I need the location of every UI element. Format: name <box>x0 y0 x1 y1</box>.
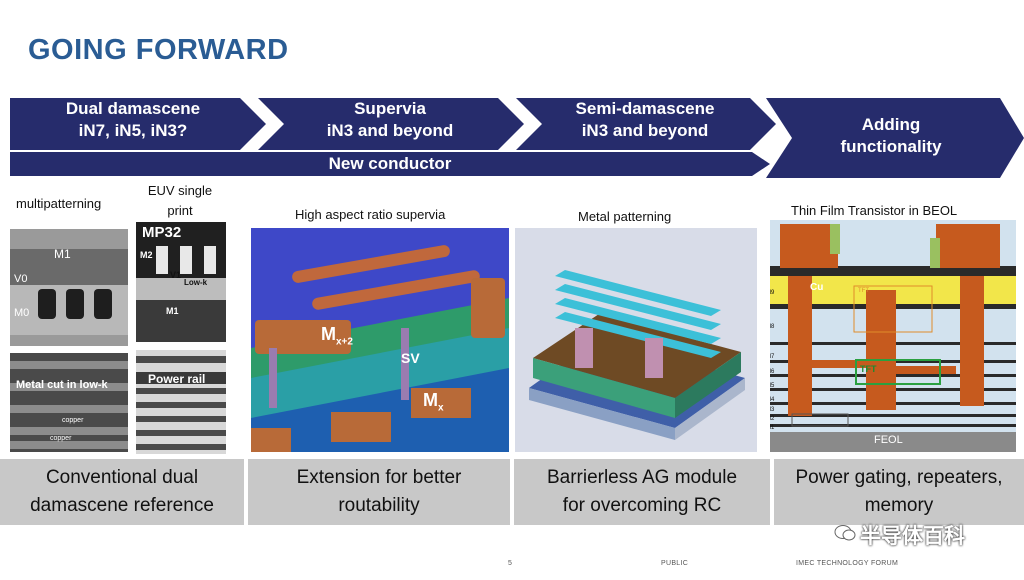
power-rail-image: Power rail <box>136 350 226 454</box>
metal-cut-image: Metal cut in low-k copper copper <box>10 353 128 452</box>
mx-label: Mx <box>423 390 444 414</box>
mp32-image: MP32 M2 V1 Low-k M1 <box>136 222 226 342</box>
footer-forum: IMEC TECHNOLOGY FORUM <box>796 560 899 567</box>
tft-heading: Thin Film Transistor in BEOL <box>791 203 958 218</box>
chevron-3 <box>516 98 776 150</box>
chevron-4-text: Adding functionality <box>840 115 942 156</box>
caption-col1: Conventional dual damascene reference <box>0 459 244 525</box>
footer-public: PUBLIC <box>661 560 689 567</box>
sv-label: SV <box>401 350 420 366</box>
chevron-banner <box>10 98 1024 178</box>
tem-image-multipatterning: M1 V0 M0 <box>10 229 128 346</box>
mx2-label: Mx+2 <box>321 324 353 348</box>
slide-title: GOING FORWARD <box>28 34 289 66</box>
chevron-1 <box>10 98 266 150</box>
caption-col4: Power gating, repeaters, memory <box>774 459 1024 525</box>
chevron-3-text: Semi-damascene iN3 and beyond <box>575 99 715 140</box>
chevron-2-text: Supervia iN3 and beyond <box>326 99 454 140</box>
wechat-icon <box>834 524 856 542</box>
metal-patterning-heading: Metal patterning <box>578 209 672 224</box>
caption-col2: Extension for better routability <box>248 459 510 525</box>
new-conductor-bar <box>10 152 770 176</box>
chevron-2 <box>258 98 524 150</box>
chevron-1-text: Dual damascene iN7, iN5, iN3? <box>65 99 201 140</box>
chevron-4 <box>766 98 1024 178</box>
supervia-heading: High aspect ratio supervia <box>295 207 446 222</box>
supervia-image: Mx+2 SV Mx <box>251 228 509 452</box>
new-conductor-label: New conductor <box>328 154 452 173</box>
caption-col3: Barrierless AG module for overcoming RC <box>514 459 770 525</box>
watermark: 半导体百科 <box>860 525 965 548</box>
euv-label: EUV single print <box>147 183 213 218</box>
metal-patterning-image <box>515 228 757 452</box>
multipatterning-label: multipatterning <box>16 196 102 211</box>
page-number: 5 <box>508 560 513 567</box>
tft-beol-image: Cu TFT TFT M9 M8 M7 M6 M5 M4 M3 M2 M1 FE… <box>770 220 1016 452</box>
